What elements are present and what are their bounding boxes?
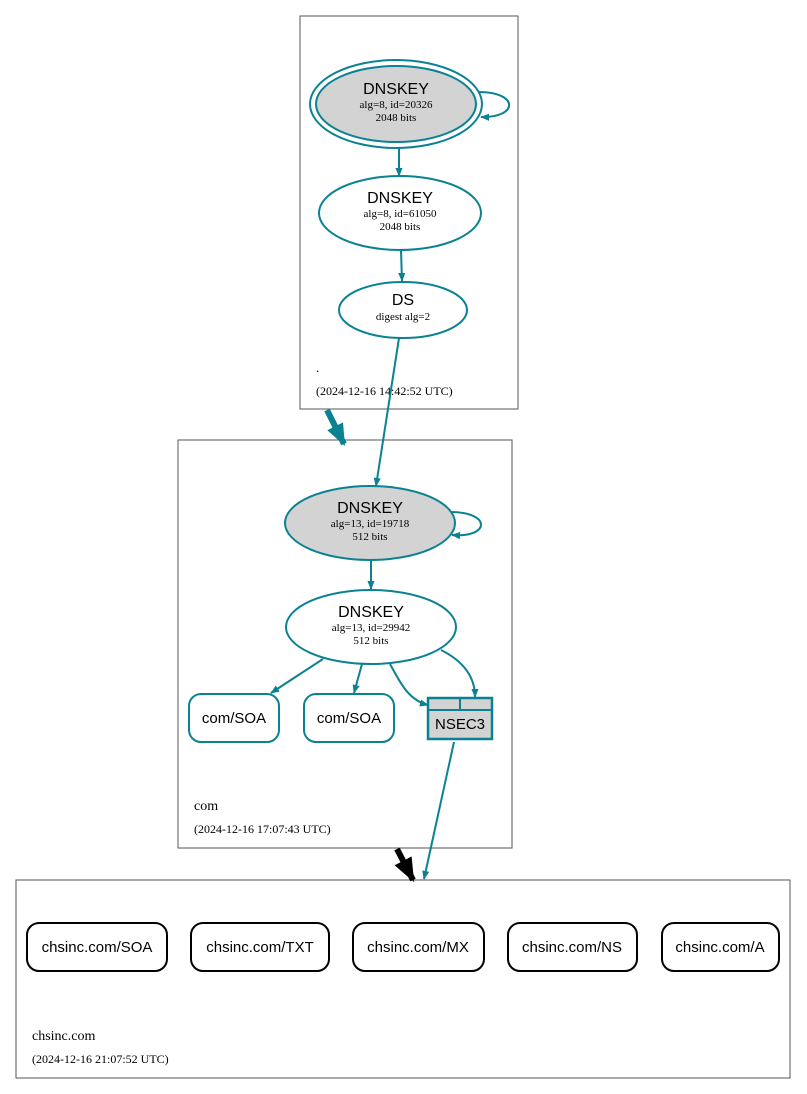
chsinc-txt-box xyxy=(190,922,330,972)
com-zsk-title: DNSKEY xyxy=(338,604,404,621)
edge-com-zsk-soa2 xyxy=(352,663,363,694)
chsinc-a-box xyxy=(661,922,780,972)
com-ksk-node: DNSKEY alg=13, id=19718 512 bits xyxy=(284,485,456,561)
com-soa-2-label: com/SOA xyxy=(317,710,381,727)
com-soa-1-box xyxy=(188,693,280,743)
root-ksk-node: DNSKEY alg=8, id=20326 2048 bits xyxy=(309,59,483,149)
com-ksk-ellipse xyxy=(284,485,456,561)
root-zsk-node: DNSKEY alg=8, id=61050 2048 bits xyxy=(318,175,482,251)
chsinc-mx-box xyxy=(352,922,485,972)
chsinc-record-soa: chsinc.com/SOA xyxy=(26,922,168,972)
zone-chsinc-name: chsinc.com xyxy=(32,1029,95,1044)
chsinc-soa-box xyxy=(26,922,168,972)
edge-com-ksk-self xyxy=(449,511,482,540)
root-ds-digest: digest alg=2 xyxy=(376,311,430,323)
zone-com-name: com xyxy=(194,799,218,814)
root-ksk-alg: alg=8, id=20326 xyxy=(360,99,433,111)
root-zsk-title: DNSKEY xyxy=(367,190,433,207)
chsinc-record-txt: chsinc.com/TXT xyxy=(190,922,330,972)
chsinc-ns-label: chsinc.com/NS xyxy=(522,939,622,956)
root-ds-ellipse xyxy=(338,281,468,339)
nsec3-label: NSEC3 xyxy=(435,716,485,733)
com-soa-1-label: com/SOA xyxy=(202,710,266,727)
com-soa-node-2: com/SOA xyxy=(303,693,395,743)
com-zsk-ellipse xyxy=(285,589,457,665)
root-zsk-alg: alg=8, id=61050 xyxy=(364,208,437,220)
edge-com-zsk-nsec3-a xyxy=(389,663,429,707)
com-soa-2-box xyxy=(303,693,395,743)
chsinc-ns-box xyxy=(507,922,638,972)
delegation-root-com xyxy=(324,408,347,446)
chsinc-txt-label: chsinc.com/TXT xyxy=(206,939,314,956)
com-soa-node-1: com/SOA xyxy=(188,693,280,743)
zone-chsinc-timestamp: (2024-12-16 21:07:52 UTC) xyxy=(32,1052,169,1066)
zone-chsinc-box xyxy=(15,879,791,1079)
zone-root: . (2024-12-16 14:42:52 UTC) xyxy=(299,15,519,410)
chsinc-a-label: chsinc.com/A xyxy=(675,939,764,956)
edge-ds-com-ksk xyxy=(373,337,400,487)
chsinc-records: chsinc.com/SOA chsinc.com/TXT chsinc.com… xyxy=(26,922,780,972)
edge-root-ksk-self xyxy=(477,91,510,121)
root-zsk-bits: 2048 bits xyxy=(380,221,421,233)
com-ksk-title: DNSKEY xyxy=(337,500,403,517)
root-ds-node: DS digest alg=2 xyxy=(338,281,468,339)
chsinc-soa-label: chsinc.com/SOA xyxy=(42,939,153,956)
com-ksk-alg: alg=13, id=19718 xyxy=(331,518,410,530)
zone-chsinc: chsinc.com (2024-12-16 21:07:52 UTC) xyxy=(15,879,791,1079)
com-zsk-bits: 512 bits xyxy=(353,635,388,647)
chsinc-record-ns: chsinc.com/NS xyxy=(507,922,638,972)
root-ksk-title: DNSKEY xyxy=(363,81,429,98)
chsinc-mx-label: chsinc.com/MX xyxy=(367,939,469,956)
root-zsk-ellipse xyxy=(318,175,482,251)
chsinc-record-mx: chsinc.com/MX xyxy=(352,922,485,972)
edge-com-zsk-nsec3-b xyxy=(440,649,479,698)
edge-com-zsk-soa1 xyxy=(270,658,324,694)
edge-root-zsk-ds xyxy=(398,249,406,282)
com-zsk-alg: alg=13, id=29942 xyxy=(332,622,410,634)
com-ksk-bits: 512 bits xyxy=(352,531,387,543)
edge-nsec3-chsinc xyxy=(422,741,455,880)
zone-root-name: . xyxy=(316,360,319,375)
com-nsec3-node: NSEC3 xyxy=(426,696,494,741)
zone-com-timestamp: (2024-12-16 17:07:43 UTC) xyxy=(194,822,331,836)
root-ksk-bits: 2048 bits xyxy=(376,112,417,124)
com-zsk-node: DNSKEY alg=13, id=29942 512 bits xyxy=(285,589,457,665)
chsinc-record-a: chsinc.com/A xyxy=(661,922,780,972)
zone-root-timestamp: (2024-12-16 14:42:52 UTC) xyxy=(316,384,453,398)
root-ksk-ellipse xyxy=(315,65,477,143)
delegation-com-chsinc xyxy=(394,847,416,883)
root-ds-title: DS xyxy=(392,292,414,309)
zone-root-box xyxy=(299,15,519,410)
edges xyxy=(270,91,510,880)
